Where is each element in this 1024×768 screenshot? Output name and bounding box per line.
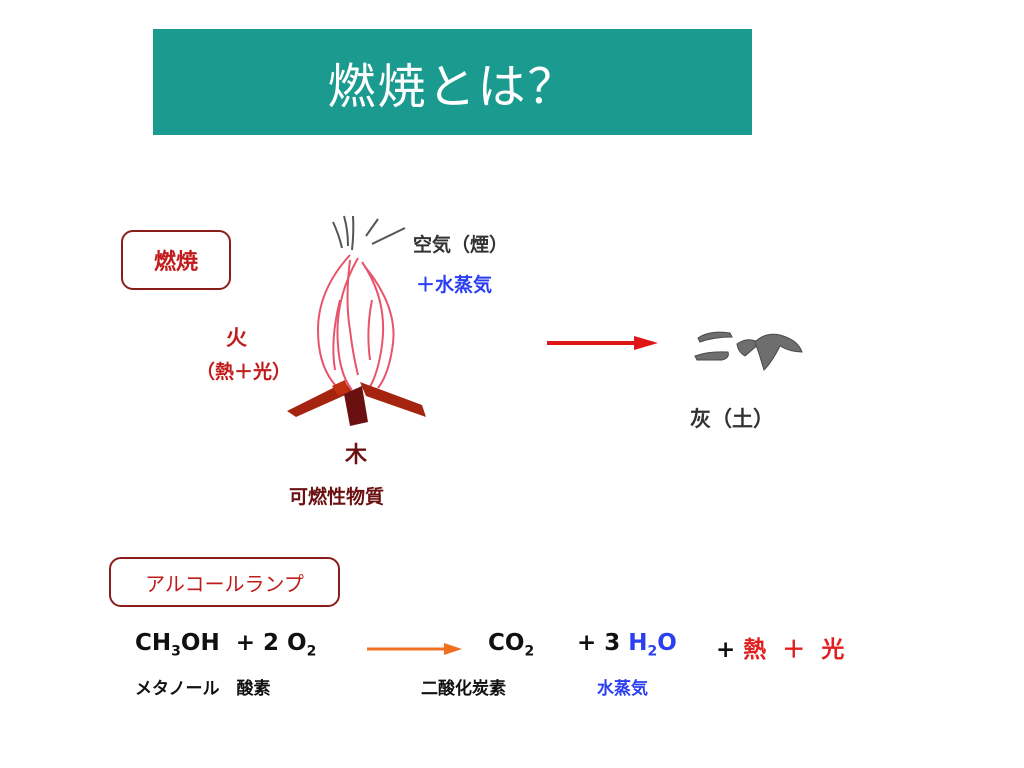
label-water-vapor: ＋水蒸気 xyxy=(416,274,493,296)
label-wood: 木 xyxy=(345,443,368,468)
logs-icon xyxy=(287,380,426,426)
tag-combustion: 燃焼 xyxy=(121,230,231,290)
equation-heat-light: + 熱 ＋ 光 xyxy=(716,637,845,663)
label-heat-light: （熱＋光） xyxy=(196,361,292,383)
smoke-icon xyxy=(332,215,406,251)
label-h2o-vapor: 水蒸気 xyxy=(597,679,648,699)
equation-water: + 3 H2O xyxy=(577,630,677,660)
equation-co2: CO2 xyxy=(488,630,535,660)
arrow-right-orange-icon xyxy=(367,643,462,655)
arrow-right-red-icon xyxy=(547,336,658,350)
tag-alcohol-lamp: アルコールランプ xyxy=(109,557,340,607)
flame-icon xyxy=(316,254,395,391)
label-combustible: 可燃性物質 xyxy=(289,486,385,508)
label-fire: 火 xyxy=(226,326,247,350)
label-air-smoke: 空気（煙） xyxy=(413,234,509,256)
label-ash: 灰（土） xyxy=(690,407,774,431)
page-title: 燃焼とは？ xyxy=(327,59,578,115)
label-methanol-oxygen: メタノール 酸素 xyxy=(135,679,271,699)
equation-reactants: CH3OH + 2 O2 xyxy=(135,630,317,660)
title-banner: 燃焼とは？ xyxy=(153,29,752,135)
label-carbon-dioxide: 二酸化炭素 xyxy=(421,679,506,699)
ash-icon xyxy=(694,331,803,371)
